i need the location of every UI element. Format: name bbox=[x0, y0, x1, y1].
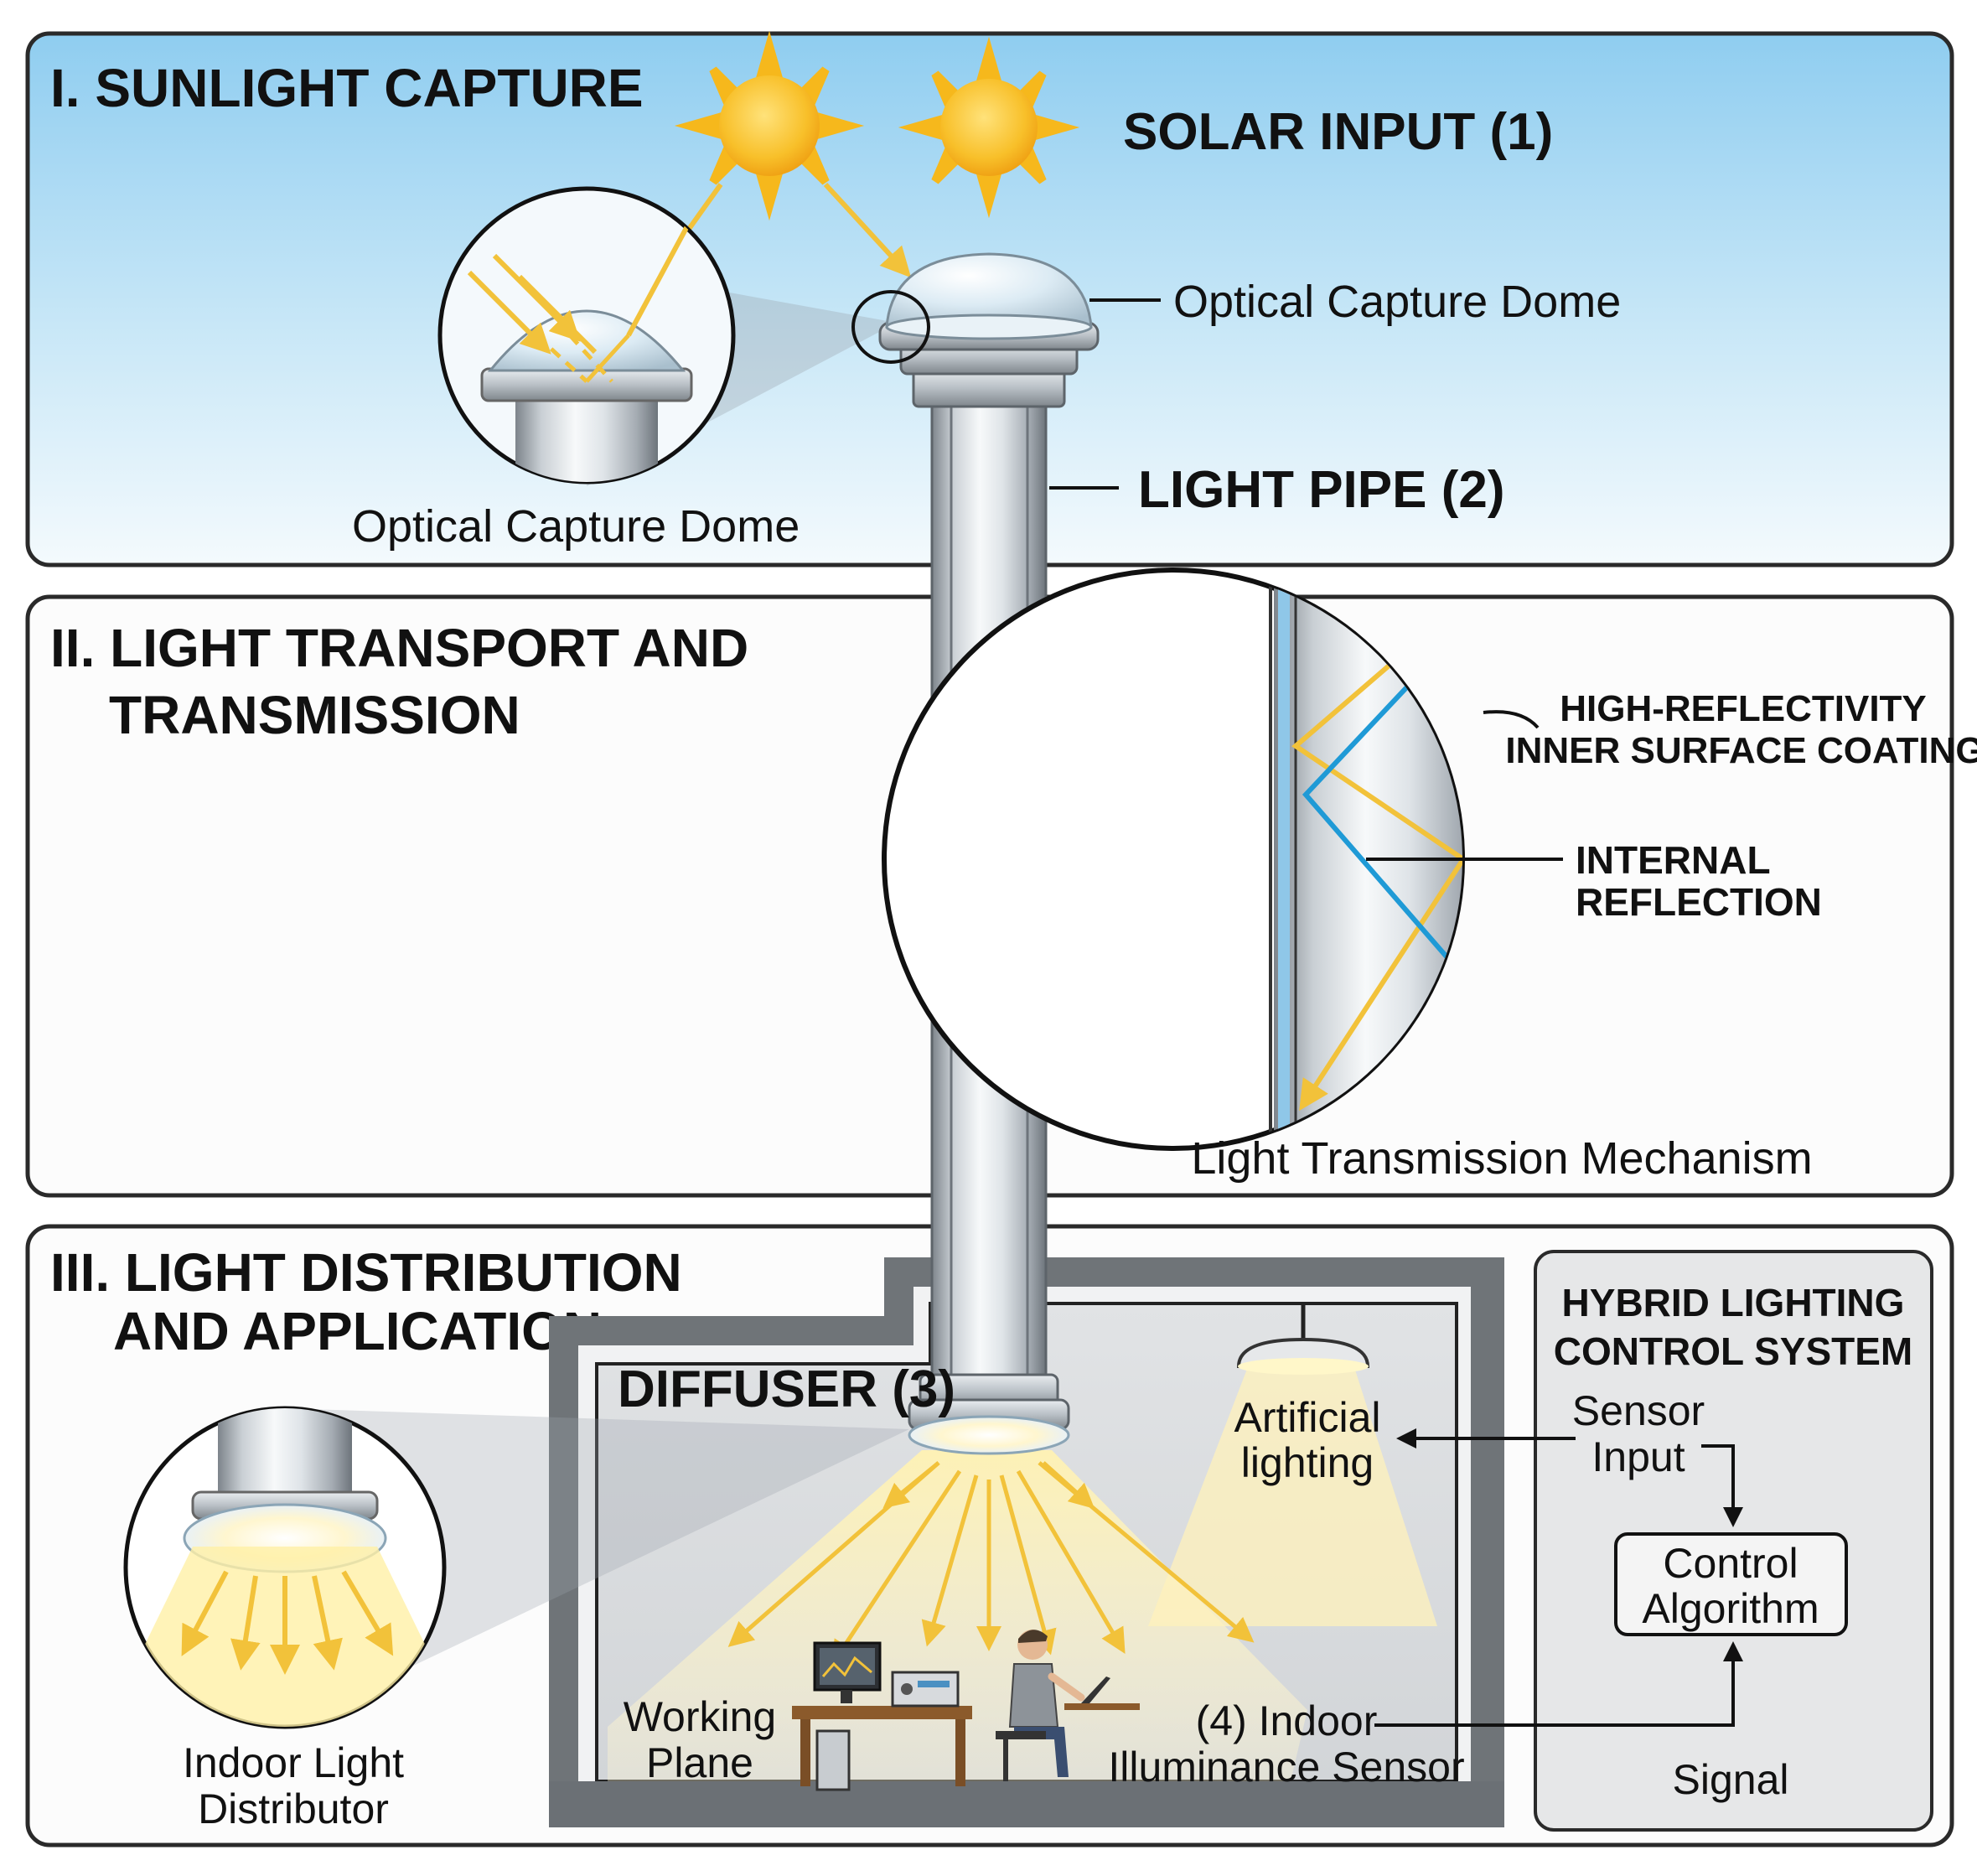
label-diffuser: DIFFUSER (3) bbox=[618, 1360, 955, 1418]
label-coating-2: INNER SURFACE COATING bbox=[1505, 730, 1977, 771]
diffuser bbox=[908, 1373, 1070, 1455]
label-working-plane-1: Working bbox=[624, 1693, 776, 1740]
label-sensor-1: (4) Indoor bbox=[1196, 1697, 1378, 1744]
artificial-light-fixture bbox=[1236, 1303, 1370, 1375]
section-title-transport-2: TRANSMISSION bbox=[109, 685, 520, 745]
artificial-light-cone bbox=[1148, 1365, 1437, 1626]
label-light-pipe: LIGHT PIPE (2) bbox=[1138, 461, 1504, 519]
dome-detail-focus bbox=[851, 290, 930, 364]
sun-icon bbox=[898, 36, 1080, 219]
section-title-distribution-2: AND APPLICATION bbox=[113, 1301, 602, 1361]
label-artificial-2: lighting bbox=[1241, 1439, 1374, 1486]
magnifier-cone bbox=[285, 1408, 909, 1727]
optical-capture-dome bbox=[885, 252, 1093, 340]
workstation bbox=[792, 1641, 972, 1791]
label-internal-2: REFLECTION bbox=[1576, 880, 1822, 924]
sun-icon bbox=[674, 30, 865, 221]
label-solar-input: SOLAR INPUT (1) bbox=[1123, 103, 1553, 161]
arrow-sensor-signal bbox=[1374, 1641, 1743, 1727]
label-distributor-2: Distributor bbox=[198, 1785, 389, 1832]
control-sensor-input-1: Sensor bbox=[1572, 1387, 1705, 1434]
control-algorithm-1: Control bbox=[1663, 1540, 1798, 1587]
label-distributor-1: Indoor Light bbox=[183, 1739, 404, 1786]
control-algorithm-2: Algorithm bbox=[1642, 1585, 1819, 1632]
label-internal-1: INTERNAL bbox=[1576, 838, 1771, 882]
daylight-cone bbox=[608, 1450, 1307, 1781]
distributor-detail-magnifier bbox=[123, 1406, 447, 1729]
leader-line bbox=[1483, 710, 1540, 729]
label-sensor-2: Illuminance Sensor bbox=[1108, 1744, 1464, 1790]
arrow-sensor-to-algorithm bbox=[1701, 1444, 1743, 1527]
label-artificial-1: Artificial bbox=[1234, 1394, 1380, 1441]
section-title-distribution-1: III. LIGHT DISTRIBUTION bbox=[50, 1242, 682, 1303]
label-optical-dome-inset: Optical Capture Dome bbox=[352, 501, 800, 552]
control-algorithm-box bbox=[1614, 1532, 1848, 1636]
label-optical-dome: Optical Capture Dome bbox=[1173, 277, 1621, 327]
sun-ray bbox=[823, 182, 912, 278]
control-title-2: CONTROL SYSTEM bbox=[1554, 1329, 1913, 1373]
label-coating-1: HIGH-REFLECTIVITY bbox=[1560, 688, 1927, 729]
section-title-transport-1: II. LIGHT TRANSPORT AND bbox=[50, 618, 748, 678]
control-signal: Signal bbox=[1673, 1756, 1789, 1803]
control-title-1: HYBRID LIGHTING bbox=[1562, 1281, 1905, 1324]
label-working-plane-2: Plane bbox=[646, 1739, 753, 1786]
label-transmission-mechanism: Light Transmission Mechanism bbox=[1191, 1133, 1812, 1184]
section-title-capture: I. SUNLIGHT CAPTURE bbox=[50, 58, 644, 118]
diffused-rays bbox=[727, 1461, 1255, 1666]
person-icon bbox=[996, 1630, 1140, 1781]
dome-detail-magnifier bbox=[437, 186, 736, 485]
control-sensor-input-2: Input bbox=[1591, 1433, 1685, 1480]
